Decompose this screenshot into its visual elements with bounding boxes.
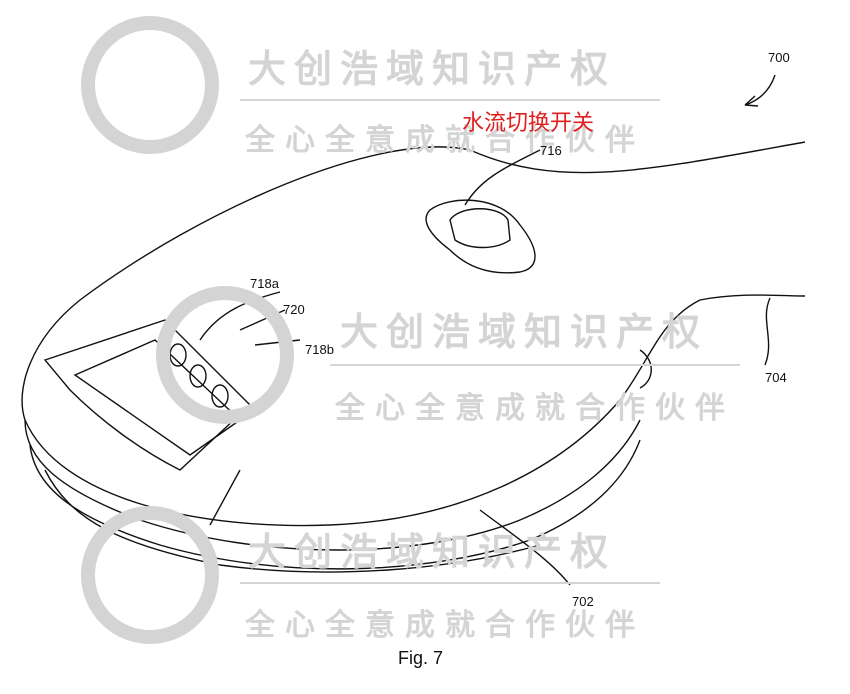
label-720: 720 bbox=[283, 302, 305, 317]
label-700: 700 bbox=[768, 50, 790, 65]
watermark-slogan: 全心全意成就合作伙伴 bbox=[244, 608, 645, 643]
watermark-slogan: 全心全意成就合作伙伴 bbox=[244, 123, 645, 158]
rim-bottom bbox=[44, 469, 541, 573]
port-1 bbox=[169, 343, 187, 367]
label-702: 702 bbox=[572, 594, 594, 609]
arrow-700-head bbox=[744, 95, 759, 107]
watermark: 大创浩域知识产权 全心全意成就合作伙伴 大创浩域知识产权 全心全意成就合作伙伴 … bbox=[81, 16, 740, 644]
label-718b: 718b bbox=[305, 342, 334, 357]
watermark-company: 大创浩域知识产权 bbox=[248, 530, 616, 574]
label-716: 716 bbox=[540, 143, 562, 158]
stand-line bbox=[209, 469, 241, 526]
port-housing bbox=[43, 319, 252, 471]
watermark-slogan: 全心全意成就合作伙伴 bbox=[334, 391, 735, 426]
switch-recess bbox=[425, 199, 536, 274]
rim-upper bbox=[24, 419, 641, 551]
switch-body bbox=[449, 208, 511, 249]
arrow-700 bbox=[744, 74, 776, 106]
switch-leader bbox=[464, 149, 541, 206]
leader-702 bbox=[479, 509, 571, 586]
leader-718a bbox=[199, 291, 281, 341]
port-3 bbox=[211, 384, 229, 408]
port-2 bbox=[189, 364, 207, 388]
switch-annotation: 水流切换开关 bbox=[462, 111, 594, 136]
label-704: 704 bbox=[765, 370, 787, 385]
top-surface-outline bbox=[21, 141, 806, 527]
watermark-company: 大创浩域知识产权 bbox=[340, 310, 708, 354]
label-718a: 718a bbox=[250, 276, 280, 291]
leader-704 bbox=[764, 297, 771, 366]
watermark-company: 大创浩域知识产权 bbox=[248, 47, 616, 91]
side-bump bbox=[639, 349, 652, 389]
figure-caption: Fig. 7 bbox=[398, 648, 443, 668]
leader-718b bbox=[254, 339, 301, 346]
